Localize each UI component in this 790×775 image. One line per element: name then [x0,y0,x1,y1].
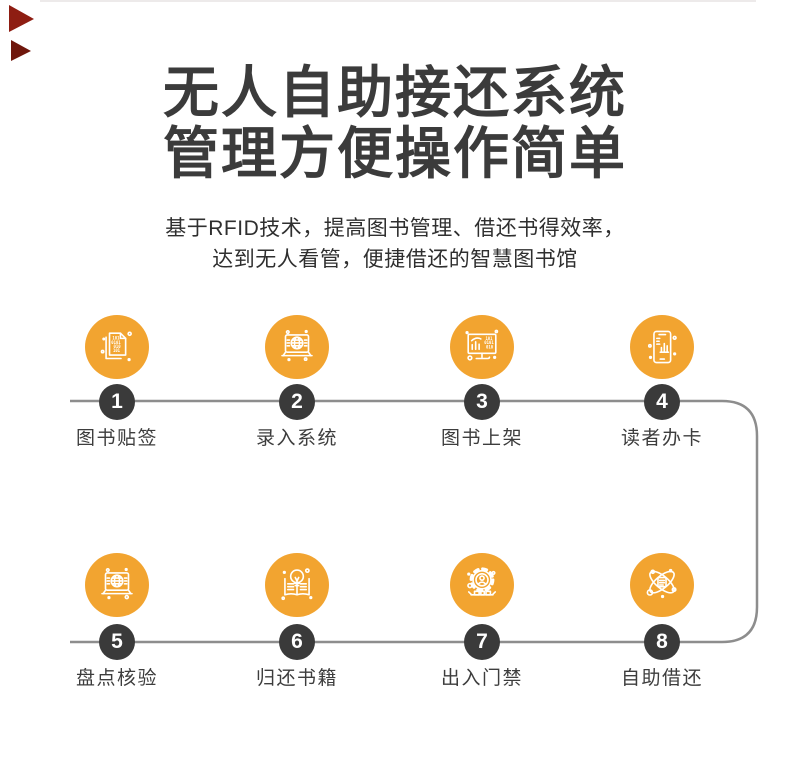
step-7-label: 出入门禁 [440,668,523,689]
svg-text:101: 101 [485,336,493,341]
page-title-line1: 无人自助接还系统 [163,61,627,124]
svg-text:0101: 0101 [111,340,121,345]
step-6-number: 6 [279,624,315,660]
step-1-number: 1 [99,384,135,420]
step-3-number: 3 [464,384,500,420]
svg-text:0101: 0101 [484,340,494,345]
svg-text:101: 101 [113,348,121,353]
flow-step-4: 4 读者办卡 [587,315,737,450]
step-1-label: 图书贴签 [75,428,158,449]
laptop-globe-icon [101,567,133,600]
step-3-label: 图书上架 [440,428,523,449]
step-2-number: 2 [279,384,315,420]
step-2-label: 录入系统 [255,428,338,449]
flow-step-8: 8 自助借还 [587,553,737,690]
corner-ribbon-icon [9,5,37,63]
step-4-icon-circle [630,315,694,379]
flow-step-2: 2 录入系统 [222,315,372,450]
gear-person-icon [467,567,497,596]
step-7-number: 7 [464,624,500,660]
flow-step-7: 7 出入门禁 [407,553,557,690]
phone-chart-icon [647,330,677,364]
flow-step-3: 101 0101 010 3 图书上架 [407,315,557,450]
step-5-icon-circle [85,553,149,617]
laptop-globe-icon [281,329,313,362]
monitor-chart-icon: 101 0101 010 [465,329,499,361]
step-5-number: 5 [99,624,135,660]
svg-text:010: 010 [114,344,122,349]
step-6-icon-circle [265,553,329,617]
page-subtitle-line2: 达到无人看管，便捷借还的智慧图书馆 [212,248,578,271]
flow-step-1: 101 0101 010 101 1 图书贴签 [42,315,192,450]
step-7-icon-circle [450,553,514,617]
svg-text:010: 010 [486,344,494,349]
step-8-label: 自助借还 [620,668,703,689]
step-5-label: 盘点核验 [75,668,158,689]
step-1-icon-circle: 101 0101 010 101 [85,315,149,379]
page-subtitle: 基于RFID技术，提高图书管理、借还书得效率， 达到无人看管，便捷借还的智慧图书… [0,213,790,275]
corner-triangle-icon [9,5,34,32]
flow-step-6: 6 归还书籍 [222,553,372,690]
step-4-number: 4 [644,384,680,420]
page-subtitle-line1: 基于RFID技术，提高图书管理、借还书得效率， [165,217,625,240]
step-4-label: 读者办卡 [620,428,703,449]
step-2-icon-circle [265,315,329,379]
corner-triangle-icon [11,40,31,61]
book-bulb-icon [281,568,313,601]
flow-step-5: 5 盘点核验 [42,553,192,690]
page-title-line2: 管理方便操作简单 [163,122,627,185]
top-divider [40,0,756,2]
step-6-label: 归还书籍 [255,668,338,689]
atom-orbit-icon [646,568,677,599]
step-8-number: 8 [644,624,680,660]
step-8-icon-circle [630,553,694,617]
page-title: 无人自助接还系统 管理方便操作简单 [0,62,790,184]
svg-text:101: 101 [112,336,120,341]
step-3-icon-circle: 101 0101 010 [450,315,514,379]
binary-document-icon: 101 0101 010 101 [100,331,132,362]
